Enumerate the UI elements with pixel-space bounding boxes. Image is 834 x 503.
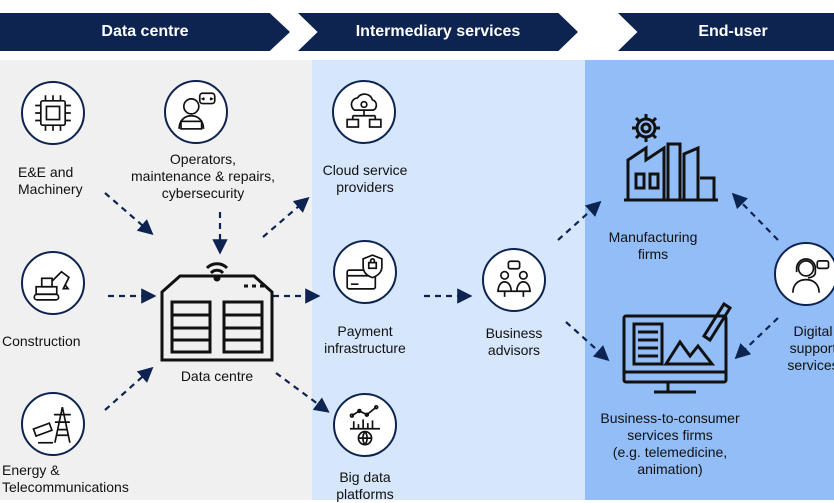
bigdata-line2: platforms bbox=[336, 486, 394, 502]
energy-line1: Energy & bbox=[2, 462, 60, 478]
construction-node bbox=[21, 251, 85, 315]
operators-line3: cybersecurity bbox=[161, 185, 245, 201]
banner-data-centre: Data centre bbox=[0, 13, 290, 51]
operators-label: Operators, maintenance & repairs, cybers… bbox=[116, 151, 290, 202]
arrow-datacentre-to-bigdata bbox=[275, 372, 330, 413]
advisors-line1: Business bbox=[485, 325, 543, 341]
arrow-energy-to-datacentre bbox=[104, 366, 154, 411]
construction-line1: Construction bbox=[2, 333, 81, 349]
b2c-line4: animation) bbox=[637, 461, 703, 477]
cloud-line1: Cloud service bbox=[322, 162, 408, 178]
digital-line2: support bbox=[789, 340, 834, 356]
b2c-label: Business-to-consumer services firms (e.g… bbox=[584, 410, 756, 478]
construction-label: Construction bbox=[2, 333, 81, 350]
payment-line1: Payment bbox=[337, 323, 393, 339]
operators-line1: Operators, bbox=[169, 151, 237, 167]
b2c-line2: services firms bbox=[627, 427, 713, 443]
data-centre-node bbox=[158, 258, 276, 362]
banner-intermediary-label: Intermediary services bbox=[355, 23, 521, 40]
payment-label: Payment infrastructure bbox=[310, 323, 420, 357]
factory-icon bbox=[624, 114, 718, 202]
cloud-label: Cloud service providers bbox=[310, 162, 420, 196]
power-tower-icon bbox=[32, 406, 71, 444]
manufacturing-line2: firms bbox=[637, 246, 669, 262]
ee-machinery-label: E&E and Machinery bbox=[18, 164, 83, 198]
advisors-node bbox=[482, 248, 546, 312]
operator-icon bbox=[178, 92, 216, 130]
digital-line1: Digital bbox=[793, 323, 833, 339]
bigdata-label: Big data platforms bbox=[310, 469, 420, 503]
ee-line1: E&E and bbox=[18, 164, 74, 180]
arrow-ee-to-datacentre bbox=[104, 192, 154, 236]
operators-line2: maintenance & repairs, bbox=[131, 168, 275, 184]
payment-card-icon bbox=[346, 254, 383, 290]
ee-machinery-node bbox=[21, 81, 85, 145]
energy-node bbox=[21, 392, 85, 456]
manufacturing-node bbox=[620, 108, 720, 204]
excavator-icon bbox=[33, 270, 71, 301]
data-centre-icon bbox=[160, 262, 274, 362]
advisors-line2: advisors bbox=[487, 342, 541, 358]
advisors-label: Business advisors bbox=[466, 325, 562, 359]
bigdata-line1: Big data bbox=[339, 469, 391, 485]
big-data-icon bbox=[349, 404, 380, 446]
banner-end-user: End-user bbox=[618, 13, 834, 51]
arrow-advisors-to-manufacturing bbox=[557, 200, 602, 241]
datacentre-line1: Data centre bbox=[180, 368, 254, 384]
operators-node bbox=[164, 80, 228, 144]
b2c-line1: Business-to-consumer bbox=[600, 410, 740, 426]
arrow-datacentre-to-cloud bbox=[262, 196, 310, 238]
payment-node bbox=[333, 240, 397, 304]
cloud-node bbox=[332, 80, 396, 144]
banner-end-user-label: End-user bbox=[698, 23, 768, 40]
digital-support-node bbox=[774, 242, 834, 306]
arrow-digital-to-b2c bbox=[734, 317, 779, 360]
energy-line2: Telecommunications bbox=[2, 479, 129, 495]
cloud-line2: providers bbox=[336, 179, 394, 195]
digital-support-label: Digital support services bbox=[778, 323, 834, 374]
energy-label: Energy & Telecommunications bbox=[2, 462, 129, 496]
payment-line2: infrastructure bbox=[324, 340, 406, 356]
cloud-network-icon bbox=[346, 93, 382, 128]
bigdata-node bbox=[333, 393, 397, 457]
chip-icon bbox=[35, 95, 71, 131]
ee-line2: Machinery bbox=[18, 181, 83, 197]
manufacturing-line1: Manufacturing bbox=[608, 229, 698, 245]
meeting-icon bbox=[497, 260, 531, 297]
manufacturing-label: Manufacturing firms bbox=[600, 229, 706, 263]
arrow-advisors-to-b2c bbox=[565, 321, 610, 362]
banner-data-centre-label: Data centre bbox=[101, 23, 189, 40]
b2c-line3: (e.g. telemedicine, bbox=[612, 444, 728, 460]
b2c-node bbox=[620, 300, 733, 400]
data-centre-label: Data centre bbox=[158, 368, 276, 385]
arrow-digital-to-manufacturing bbox=[731, 192, 779, 241]
digital-line3: services bbox=[787, 357, 834, 373]
banner-intermediary: Intermediary services bbox=[298, 13, 578, 51]
design-monitor-icon bbox=[622, 301, 733, 394]
support-agent-icon bbox=[792, 258, 830, 293]
